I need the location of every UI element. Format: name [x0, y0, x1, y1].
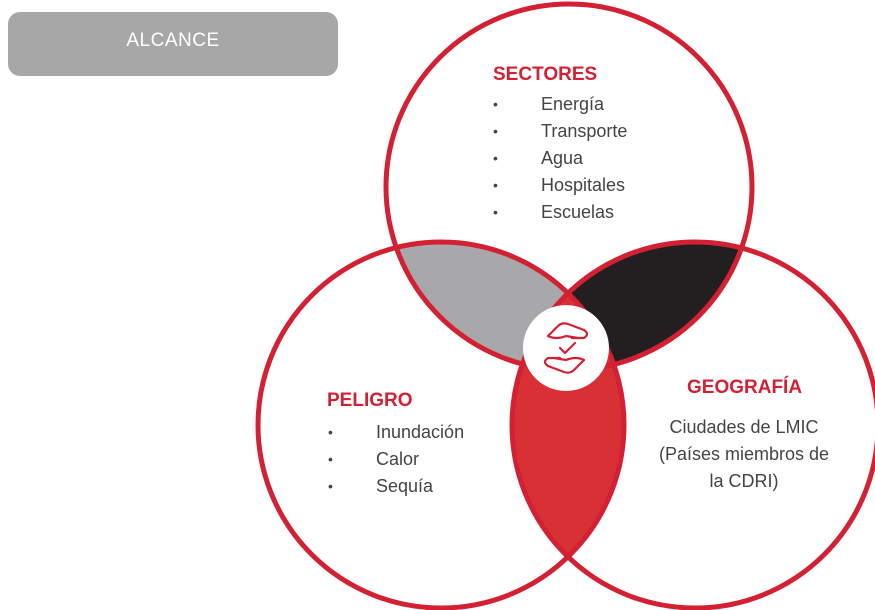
list-item: Hospitales: [493, 172, 627, 199]
list-item: Inundación: [328, 419, 464, 446]
scope-badge: ALCANCE: [8, 12, 338, 76]
circle-geografia: [509, 239, 875, 610]
list-item: Escuelas: [493, 199, 627, 226]
sectores-list: Energía Transporte Agua Hospitales Escue…: [493, 91, 627, 226]
list-item: Transporte: [493, 118, 627, 145]
list-item: Energía: [493, 91, 627, 118]
list-item: Sequía: [328, 473, 464, 500]
list-item: Agua: [493, 145, 627, 172]
geografia-text: Ciudades de LMIC (Países miembros de la …: [644, 414, 844, 495]
circle-peligro: [255, 239, 627, 610]
peligro-list: Inundación Calor Sequía: [328, 419, 464, 500]
geografia-title: GEOGRAFÍA: [687, 377, 803, 398]
hands-exchange-icon: [523, 305, 609, 391]
sectores-title: SECTORES: [493, 64, 598, 85]
geografia-line: (Países miembros de: [658, 444, 830, 464]
geografia-line: la CDRI): [709, 471, 779, 491]
peligro-title: PELIGRO: [327, 390, 413, 411]
geografia-line: Ciudades de LMIC: [669, 417, 819, 437]
list-item: Calor: [328, 446, 464, 473]
scope-badge-label: ALCANCE: [126, 30, 220, 51]
